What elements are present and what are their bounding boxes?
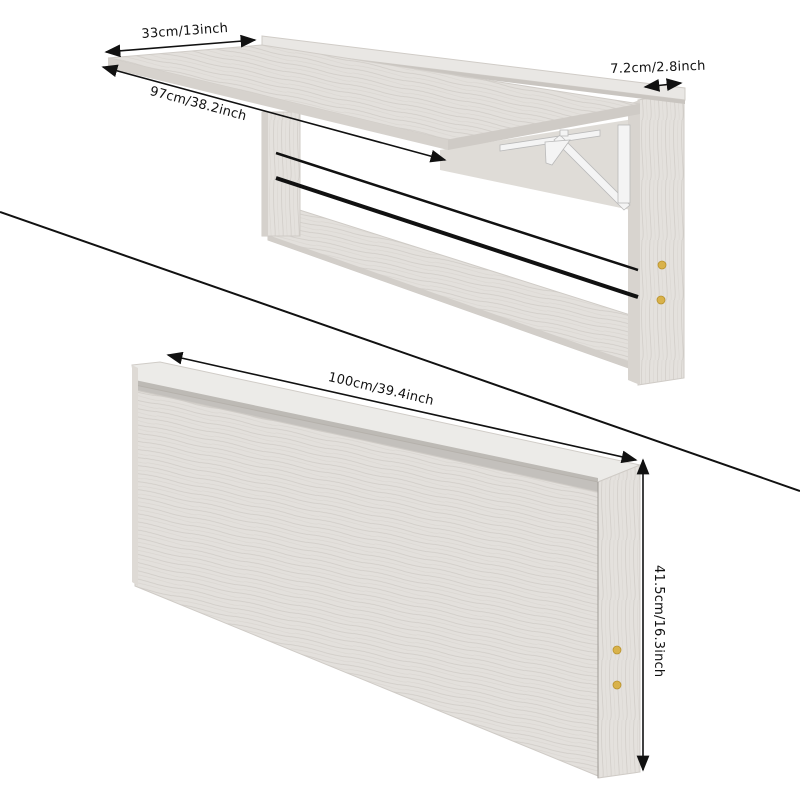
desk-right-post bbox=[637, 91, 685, 386]
folded-desk bbox=[131, 361, 642, 779]
dim-arrow-width-open bbox=[101, 64, 447, 163]
knob-icon bbox=[612, 680, 622, 690]
desk-bar-upper bbox=[275, 151, 639, 272]
folded-side-post bbox=[597, 464, 641, 779]
unfolded-desk bbox=[107, 35, 686, 386]
knob-icon bbox=[656, 295, 666, 305]
desk-bar-lower bbox=[275, 176, 639, 299]
folding-bracket bbox=[499, 124, 631, 211]
dim-arrow-depth bbox=[104, 34, 257, 58]
dim-arrow-shelf-depth bbox=[643, 78, 683, 92]
knob-icon bbox=[612, 645, 622, 655]
divider-line bbox=[0, 211, 800, 492]
label-height-folded: 41.5cm/16.3inch bbox=[651, 565, 666, 678]
knob-icon bbox=[657, 260, 667, 270]
dim-arrow-width-folded bbox=[166, 351, 638, 464]
